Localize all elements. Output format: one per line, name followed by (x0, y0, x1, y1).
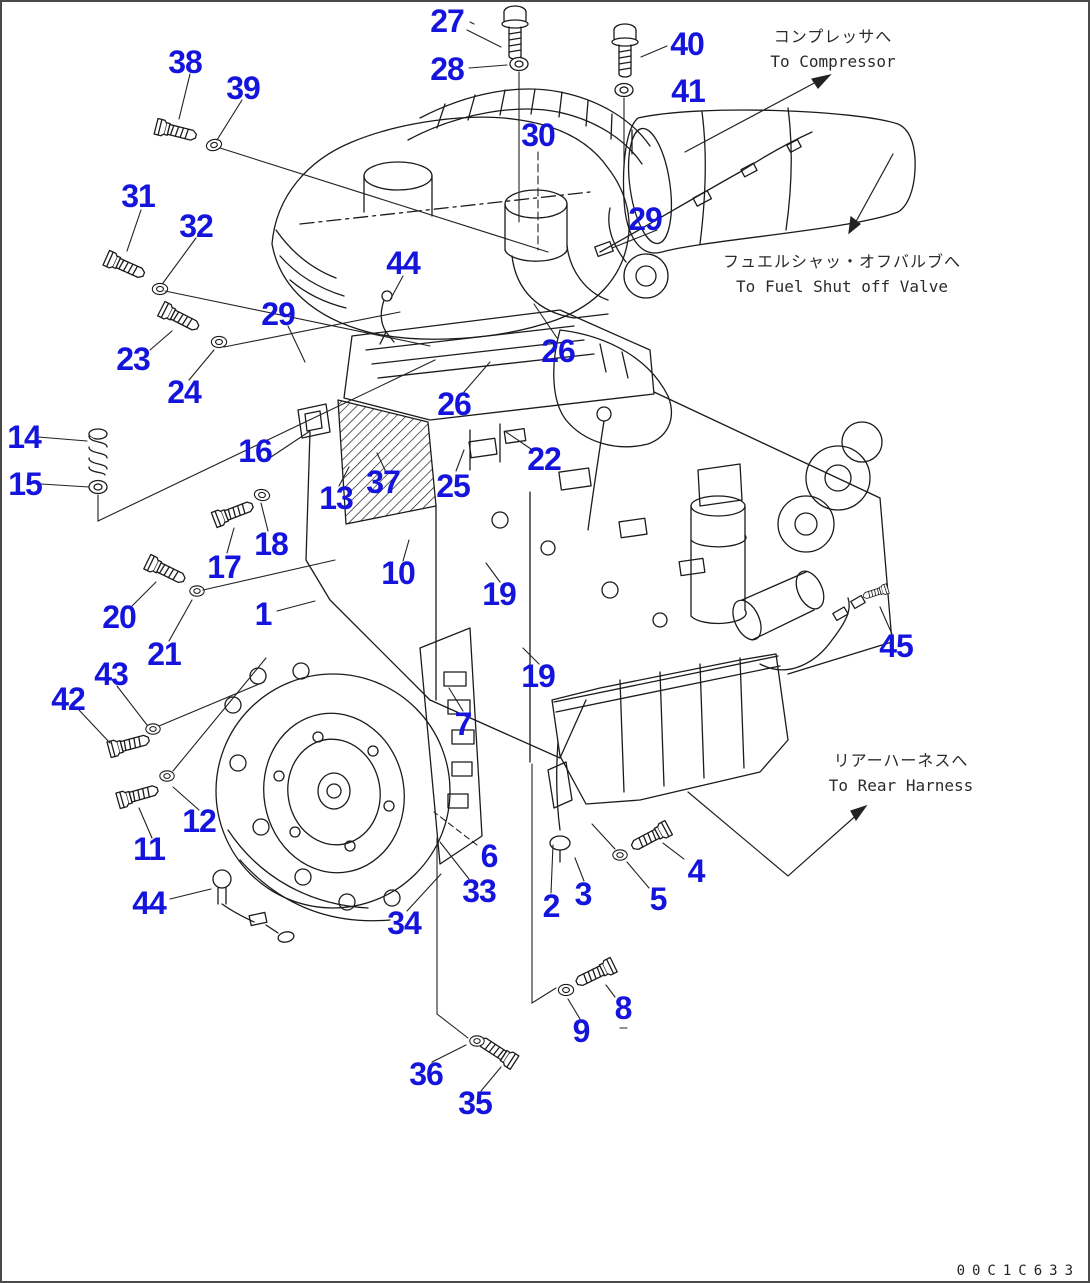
note-rear-harness: リアーハーネスへ To Rear Harness (829, 749, 974, 799)
callout-31: 31 (121, 178, 156, 214)
callout-20: 20 (102, 599, 137, 635)
callout-39: 39 (226, 70, 261, 106)
callout-27: 27 (430, 3, 465, 39)
callout-37: 37 (366, 464, 401, 500)
callout-43: 43 (94, 656, 129, 692)
callout-29-left: 29 (261, 296, 296, 332)
callout-9: 9 (572, 1013, 591, 1049)
callout-26-upper: 26 (541, 333, 576, 369)
callout-25: 25 (436, 468, 471, 504)
drawing-number: 00C1C633 (956, 1263, 1080, 1279)
callout-10: 10 (381, 555, 416, 591)
callout-3: 3 (574, 876, 593, 912)
callout-16: 16 (238, 433, 273, 469)
callout-35: 35 (458, 1085, 493, 1121)
note-compressor-en: To Compressor (770, 52, 896, 71)
callout-30: 30 (521, 117, 556, 153)
callout-12: 12 (182, 803, 217, 839)
callout-45: 45 (879, 628, 914, 664)
callout-21: 21 (147, 636, 182, 672)
note-rear-harness-jp: リアーハーネスへ (833, 751, 969, 771)
callout-5: 5 (649, 881, 668, 917)
callout-40: 40 (670, 26, 705, 62)
callout-8: 8 (614, 990, 633, 1026)
callout-23: 23 (116, 341, 151, 377)
callout-24: 24 (167, 374, 202, 410)
callout-6: 6 (480, 838, 499, 874)
callout-42: 42 (51, 681, 86, 717)
callout-2: 2 (542, 888, 561, 924)
note-rear-harness-en: To Rear Harness (828, 776, 974, 795)
callout-38: 38 (168, 44, 203, 80)
callout-4: 4 (687, 853, 706, 889)
callout-19-upper: 19 (482, 576, 517, 612)
callout-11: 11 (133, 831, 166, 867)
callout-44-bottom: 44 (132, 885, 167, 921)
callout-7: 7 (454, 706, 473, 742)
callout-22: 22 (527, 441, 562, 477)
note-compressor: コンプレッサへ To Compressor (770, 25, 895, 75)
callout-18: 18 (254, 526, 289, 562)
callout-13: 13 (319, 480, 354, 516)
callout-29-top: 29 (628, 201, 663, 237)
callout-17: 17 (207, 549, 242, 585)
callout-36: 36 (409, 1056, 444, 1092)
callout-32: 32 (179, 208, 214, 244)
callout-41: 41 (671, 73, 706, 109)
callout-28: 28 (430, 51, 465, 87)
note-fuel-shutoff-jp: フュエルシャッ・オフバルブへ (722, 252, 962, 272)
callout-19-lower: 19 (521, 658, 556, 694)
callout-26-lower: 26 (437, 386, 472, 422)
callout-14: 14 (7, 419, 42, 455)
callout-34: 34 (387, 905, 422, 941)
note-compressor-jp: コンプレッサへ (773, 27, 893, 47)
callout-15: 15 (8, 466, 43, 502)
callout-1: 1 (254, 596, 273, 632)
callout-44-top: 44 (386, 245, 421, 281)
note-fuel-shutoff: フュエルシャッ・オフバルブへ To Fuel Shut off Valve (723, 250, 961, 300)
callout-33: 33 (462, 873, 497, 909)
note-fuel-shutoff-en: To Fuel Shut off Valve (736, 277, 948, 296)
